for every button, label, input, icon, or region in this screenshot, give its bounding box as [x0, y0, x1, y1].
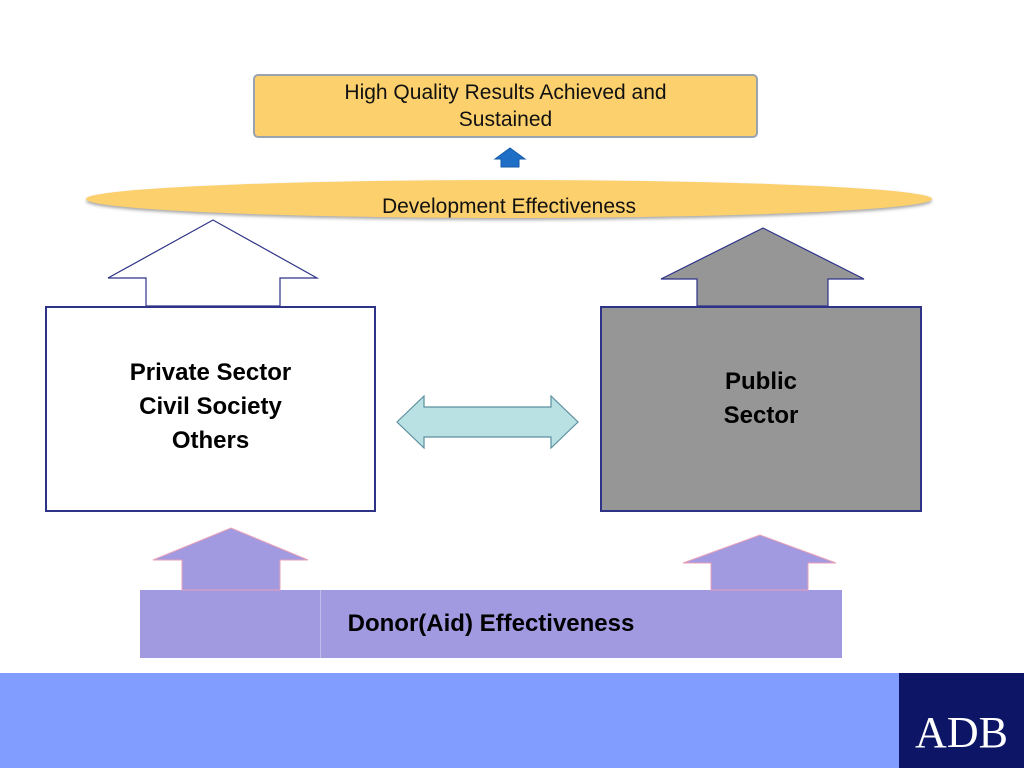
donor-effectiveness-label: Donor(Aid) Effectiveness [347, 610, 635, 637]
public-line-2: Sector [723, 402, 799, 429]
private-line-2: Civil Society [139, 393, 282, 420]
small-up-arrow-icon [493, 147, 527, 168]
private-line-1: Private Sector [129, 359, 292, 386]
adb-logo-text: ADB [915, 708, 1008, 757]
donor-left-up-arrow-icon [152, 527, 309, 591]
private-up-arrow-icon [107, 219, 320, 307]
results-line-1: High Quality Results Achieved and [344, 81, 667, 104]
development-effectiveness-ellipse: Development Effectiveness [86, 180, 932, 218]
donor-effectiveness-bar: Donor(Aid) Effectiveness [140, 590, 842, 658]
public-line-1: Public [724, 368, 797, 395]
development-effectiveness-label: Development Effectiveness [381, 195, 637, 218]
donor-bar-seam [320, 590, 321, 658]
private-sector-box: Private Sector Civil Society Others [45, 306, 376, 512]
donor-right-up-arrow-icon [682, 534, 837, 591]
results-box: High Quality Results Achieved and Sustai… [253, 74, 758, 138]
public-up-arrow-icon [660, 227, 865, 307]
adb-logo: ADB [899, 673, 1024, 768]
public-sector-box: Public Sector [600, 306, 922, 512]
private-line-3: Others [171, 427, 250, 454]
results-line-2: Sustained [458, 108, 553, 131]
footer-band [0, 673, 1024, 768]
double-arrow-icon [396, 394, 579, 450]
